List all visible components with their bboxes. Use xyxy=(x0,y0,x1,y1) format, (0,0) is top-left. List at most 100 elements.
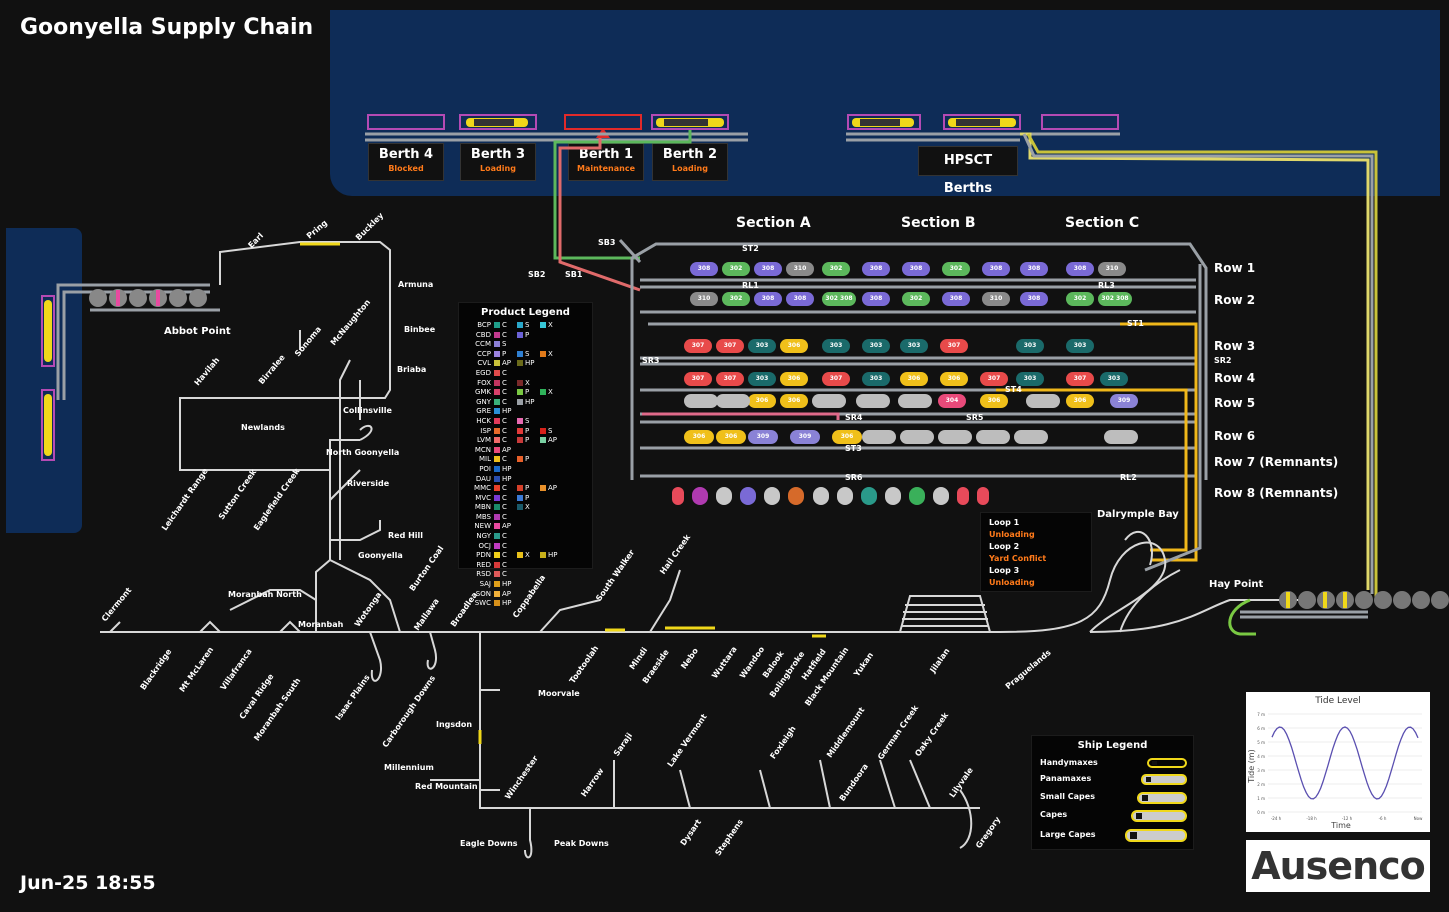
stockpile[interactable]: 308 xyxy=(862,292,890,306)
stockpile[interactable]: 303 xyxy=(1016,372,1044,386)
stockpile[interactable]: 303 xyxy=(748,339,776,353)
stockpile[interactable]: 310 xyxy=(982,292,1010,306)
stockpile[interactable]: 303 xyxy=(1066,339,1094,353)
stockpile[interactable]: 310 xyxy=(786,262,814,276)
stockpile[interactable]: 307 xyxy=(716,339,744,353)
stockpile[interactable]: 310 xyxy=(690,292,718,306)
machine-st4[interactable]: ST4 xyxy=(1005,385,1022,394)
product-type: X xyxy=(525,503,530,512)
product-code: BCP xyxy=(477,321,491,329)
empty-stockpile[interactable] xyxy=(716,394,750,408)
stockpile[interactable]: 303 xyxy=(748,372,776,386)
stockpile[interactable]: 306 xyxy=(748,394,776,408)
stockpile[interactable]: 307 xyxy=(980,372,1008,386)
empty-stockpile[interactable] xyxy=(1014,430,1048,444)
empty-stockpile[interactable] xyxy=(1026,394,1060,408)
section-c-label: Section C xyxy=(1065,215,1140,231)
machine-st1[interactable]: ST1 xyxy=(1127,319,1144,328)
product-swatch xyxy=(517,379,523,386)
stockpile[interactable]: 308 xyxy=(690,262,718,276)
stockpile[interactable]: 308 xyxy=(1020,262,1048,276)
stockpile[interactable]: 306 xyxy=(832,430,862,444)
machine-sr2[interactable]: SR2 xyxy=(1214,356,1232,365)
machine-st2[interactable]: ST2 xyxy=(742,244,759,253)
stockpile[interactable]: 308 xyxy=(786,292,814,306)
machine-sr3[interactable]: SR3 xyxy=(642,356,660,365)
machine-sr5[interactable]: SR5 xyxy=(966,413,984,422)
stockpile[interactable]: 302 xyxy=(1066,292,1094,306)
stockpile[interactable]: 303 xyxy=(862,339,890,353)
machine-rl2[interactable]: RL2 xyxy=(1120,473,1137,482)
stockpile[interactable]: 302 308 xyxy=(1098,292,1132,306)
sea-area-abbot-point xyxy=(6,228,82,533)
stockpile[interactable]: 303 xyxy=(1016,339,1044,353)
empty-stockpile[interactable] xyxy=(1104,430,1138,444)
berth-2-panel[interactable]: Berth 2 Loading xyxy=(652,143,728,181)
machine-sb1[interactable]: SB1 xyxy=(565,270,583,279)
stockpile[interactable]: 302 308 xyxy=(822,292,856,306)
tide-curve xyxy=(1271,726,1419,800)
machine-sb2[interactable]: SB2 xyxy=(528,270,546,279)
stockpile[interactable]: 303 xyxy=(862,372,890,386)
stockpile[interactable]: 309 xyxy=(790,430,820,444)
stockpile[interactable]: 308 xyxy=(982,262,1010,276)
stockpile[interactable]: 304 xyxy=(938,394,966,408)
empty-stockpile[interactable] xyxy=(900,430,934,444)
stockpile[interactable]: 307 xyxy=(940,339,968,353)
berth-3-panel[interactable]: Berth 3 Loading xyxy=(460,143,536,181)
stockpile[interactable]: 308 xyxy=(754,262,782,276)
stockpile[interactable]: 302 xyxy=(722,292,750,306)
stockpile[interactable]: 309 xyxy=(748,430,778,444)
stockpile[interactable]: 306 xyxy=(1066,394,1094,408)
stockpile[interactable]: 302 xyxy=(722,262,750,276)
berth-4-panel[interactable]: Berth 4 Blocked xyxy=(368,143,444,181)
product-type: S xyxy=(525,321,530,329)
machine-rl1[interactable]: RL1 xyxy=(742,281,759,290)
stockpile[interactable]: 306 xyxy=(716,430,746,444)
stockpile[interactable]: 306 xyxy=(940,372,968,386)
stockpile[interactable]: 306 xyxy=(780,339,808,353)
hpsct-berths-label[interactable]: HPSCT Berths xyxy=(918,146,1018,196)
empty-stockpile[interactable] xyxy=(938,430,972,444)
empty-stockpile[interactable] xyxy=(856,394,890,408)
machine-st3[interactable]: ST3 xyxy=(845,444,862,453)
stockpile[interactable]: 303 xyxy=(822,339,850,353)
empty-stockpile[interactable] xyxy=(976,430,1010,444)
stockpile[interactable]: 302 xyxy=(822,262,850,276)
stockpile[interactable]: 306 xyxy=(900,372,928,386)
stockpile[interactable]: 309 xyxy=(1110,394,1138,408)
stockpile[interactable]: 308 xyxy=(1020,292,1048,306)
stockpile[interactable]: 302 xyxy=(902,292,930,306)
stockpile[interactable]: 308 xyxy=(902,262,930,276)
empty-stockpile[interactable] xyxy=(862,430,896,444)
machine-sr4[interactable]: SR4 xyxy=(845,413,863,422)
stockpile[interactable]: 306 xyxy=(980,394,1008,408)
stockpile[interactable]: 303 xyxy=(900,339,928,353)
product-type: S xyxy=(525,416,530,425)
stockpile[interactable]: 310 xyxy=(1098,262,1126,276)
stockpile[interactable]: 308 xyxy=(754,292,782,306)
stockpile[interactable]: 306 xyxy=(684,430,714,444)
stockpile[interactable]: 302 xyxy=(942,262,970,276)
product-type: S xyxy=(502,340,507,349)
empty-stockpile[interactable] xyxy=(684,394,718,408)
stockpile[interactable]: 307 xyxy=(684,372,712,386)
empty-stockpile[interactable] xyxy=(812,394,846,408)
product-code: MCN xyxy=(474,445,491,454)
machine-sr6[interactable]: SR6 xyxy=(845,473,863,482)
machine-sb3[interactable]: SB3 xyxy=(598,238,616,247)
stockpile[interactable]: 306 xyxy=(780,394,808,408)
stockpile[interactable]: 306 xyxy=(780,372,808,386)
stockpile[interactable]: 307 xyxy=(1066,372,1094,386)
stockpile[interactable]: 308 xyxy=(862,262,890,276)
berth-1-label: Berth 1 xyxy=(578,147,634,162)
stockpile[interactable]: 307 xyxy=(684,339,712,353)
stockpile[interactable]: 303 xyxy=(1100,372,1128,386)
stockpile[interactable]: 308 xyxy=(942,292,970,306)
empty-stockpile[interactable] xyxy=(898,394,932,408)
stockpile[interactable]: 307 xyxy=(822,372,850,386)
stockpile[interactable]: 307 xyxy=(716,372,744,386)
product-type: P xyxy=(502,349,507,358)
stockpile[interactable]: 308 xyxy=(1066,262,1094,276)
machine-rl3[interactable]: RL3 xyxy=(1098,281,1115,290)
